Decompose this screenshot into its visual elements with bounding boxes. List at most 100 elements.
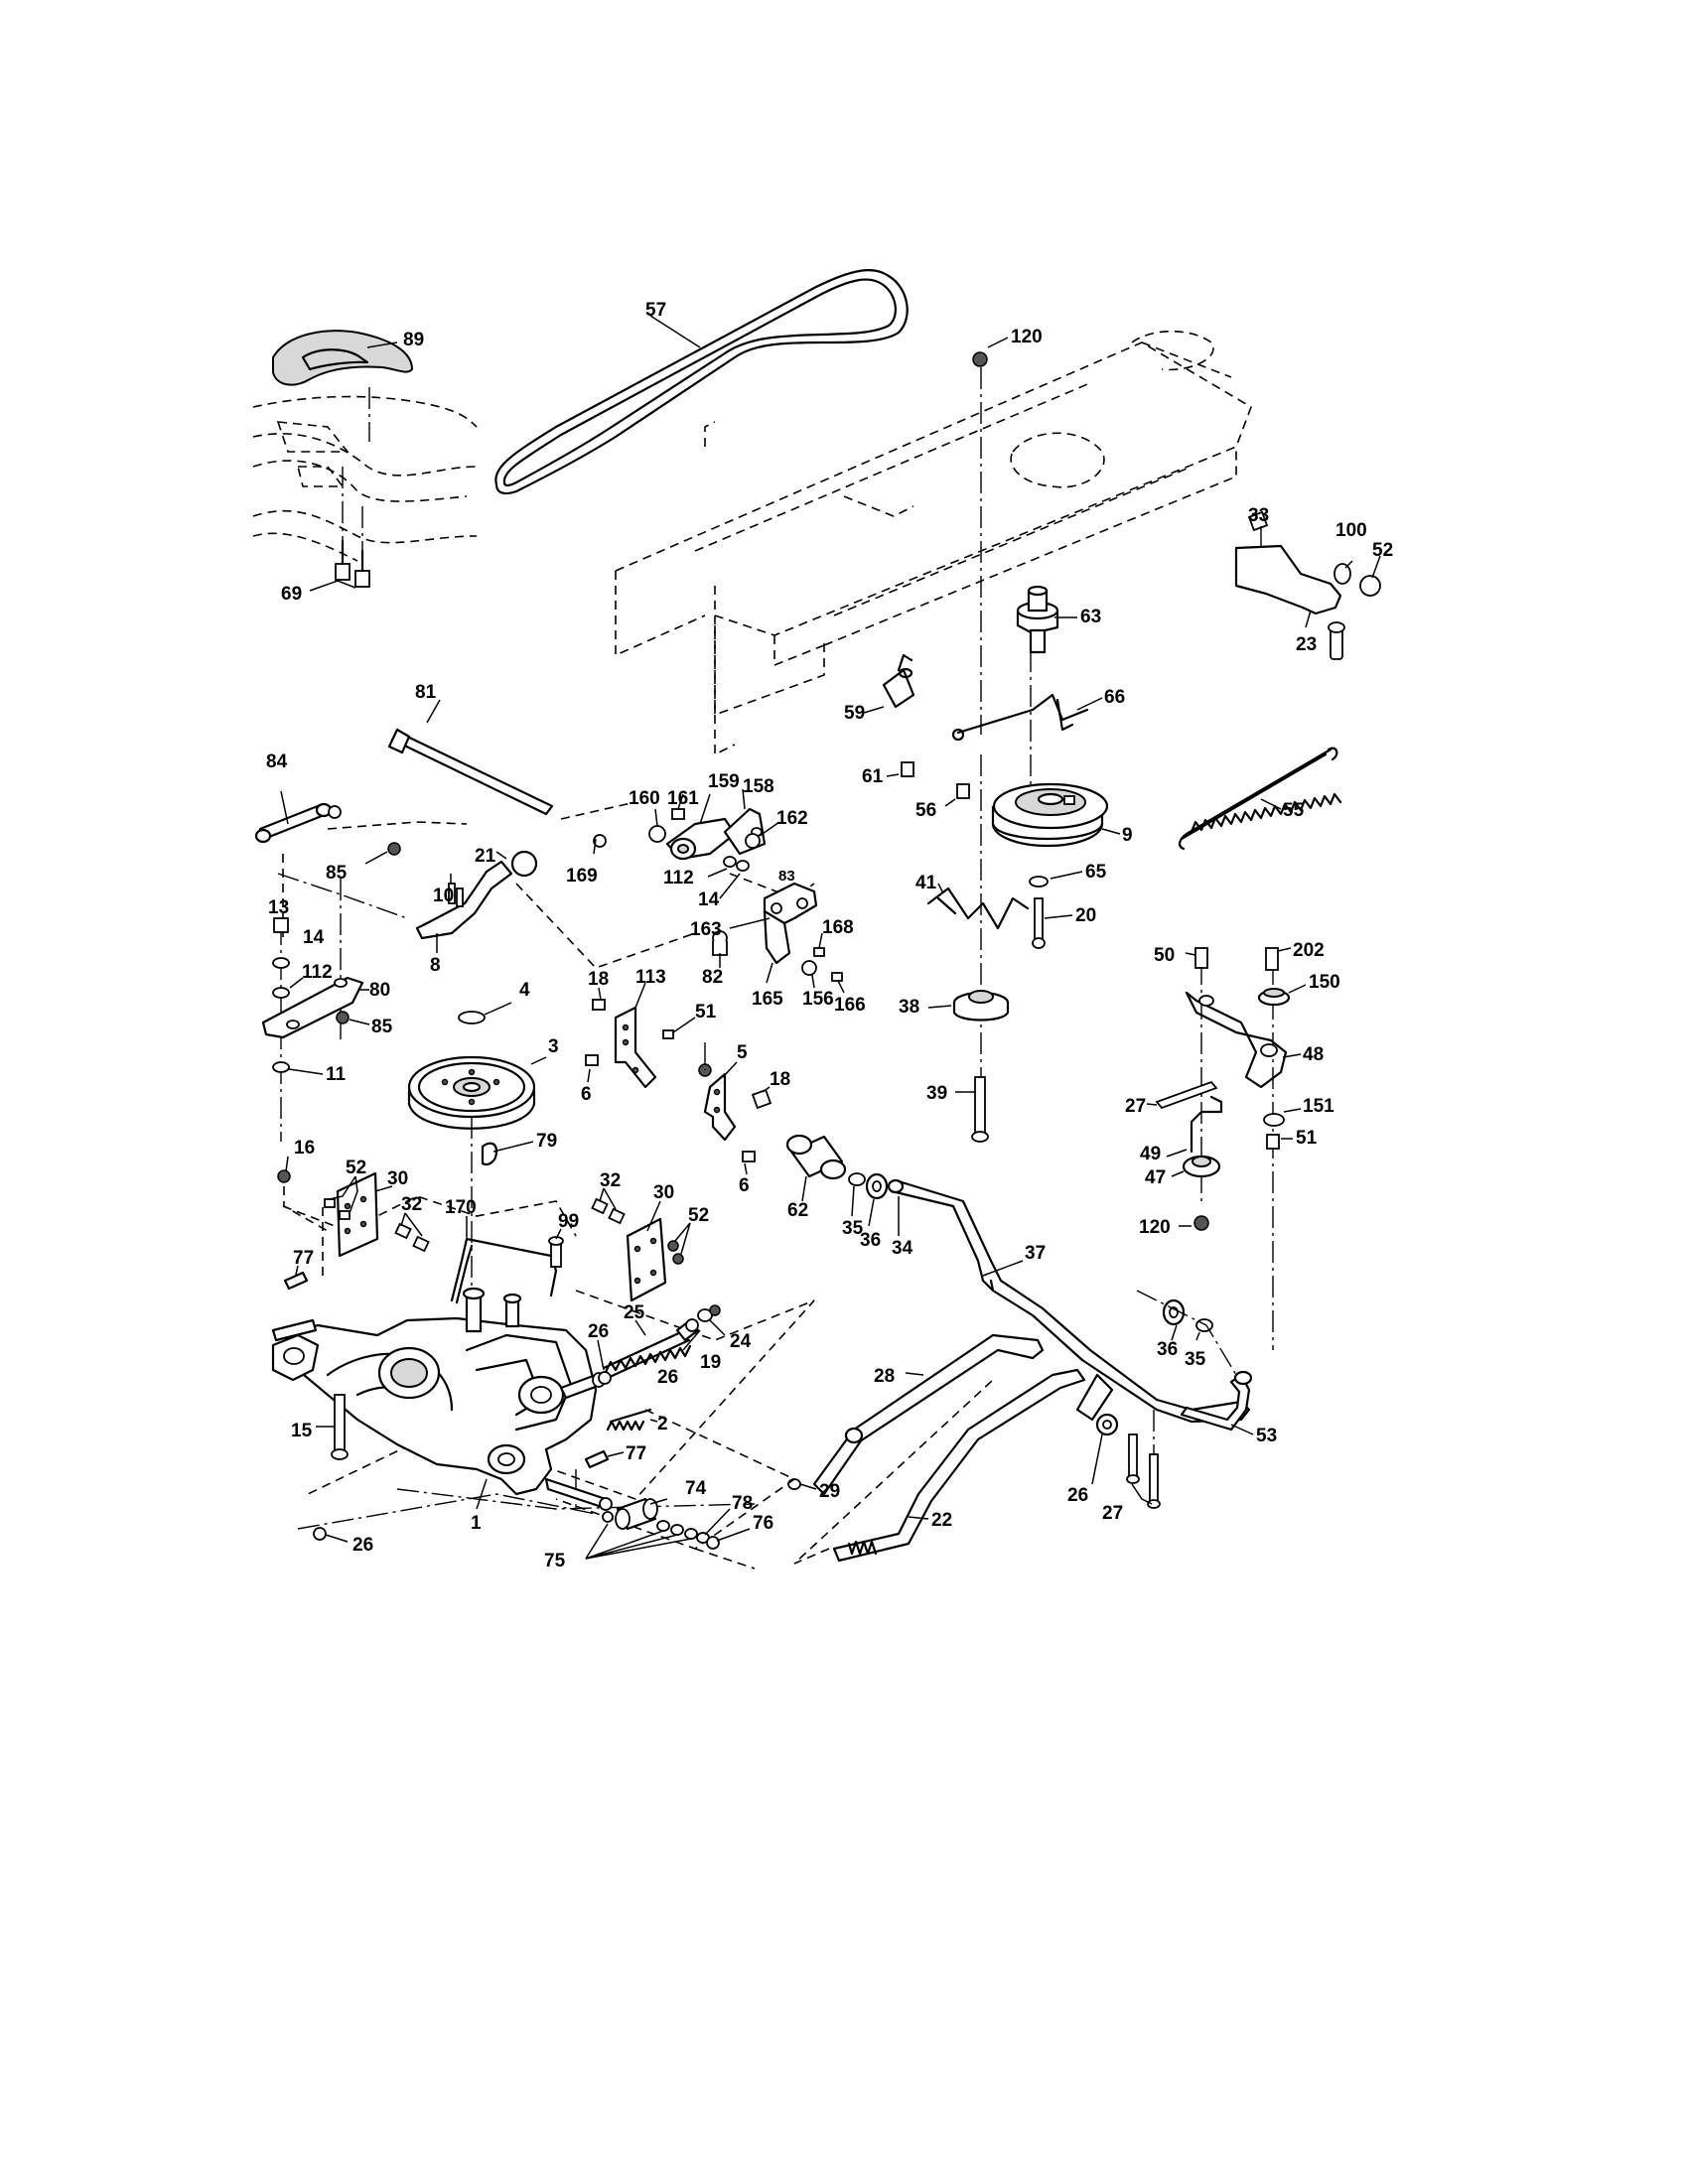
left-bracket-stack (261, 842, 401, 1142)
callout: 14 (303, 927, 325, 948)
seat-lever-cover-89 (272, 330, 413, 386)
spring-55 (1178, 747, 1342, 851)
callout: 24 (730, 1331, 752, 1352)
bracket-59 (863, 653, 970, 807)
bolts-69 (309, 387, 370, 592)
callout: 69 (281, 584, 302, 605)
callout: 57 (645, 300, 666, 321)
callout: 79 (536, 1131, 557, 1152)
callout: 20 (1075, 905, 1096, 926)
idler-bracket-23 (1234, 510, 1381, 660)
callout: 65 (1085, 862, 1107, 883)
callout: 27 (1102, 1503, 1123, 1524)
callout: 33 (1248, 505, 1269, 526)
callout: 159 (708, 771, 740, 792)
callout: 156 (802, 989, 834, 1010)
callout: 85 (326, 863, 348, 884)
callout: 36 (860, 1230, 881, 1251)
callout: 66 (1104, 687, 1125, 708)
callout: 38 (899, 997, 919, 1018)
callout: 55 (1283, 800, 1305, 821)
callout: 56 (915, 800, 936, 821)
callout: 85 (371, 1017, 393, 1037)
callout: 2 (657, 1414, 668, 1434)
clip-41 (926, 883, 1030, 930)
callout: 30 (653, 1182, 674, 1203)
callout: 80 (369, 980, 390, 1001)
callout: 1 (471, 1513, 482, 1534)
callout: 77 (626, 1443, 646, 1464)
callout: 120 (1011, 327, 1043, 347)
callout: 30 (387, 1168, 408, 1189)
callout: 35 (1185, 1349, 1206, 1370)
control-rods (254, 699, 696, 969)
callout: 6 (739, 1175, 750, 1196)
callout: 61 (862, 766, 884, 787)
callout: 160 (629, 788, 660, 809)
callout-labels: 89 69 57 120 33 100 52 63 23 66 59 61 56… (266, 300, 1393, 1571)
callout: 63 (1080, 607, 1101, 627)
callout: 34 (892, 1238, 913, 1259)
callout: 75 (544, 1551, 566, 1571)
control-bracket-assembly (593, 788, 845, 994)
callout: 39 (926, 1083, 947, 1104)
control-links (787, 1333, 1086, 1565)
bracket-5 (698, 1042, 772, 1175)
callout: 161 (667, 788, 699, 809)
transmission-pulley-3 (407, 1002, 547, 1350)
callout: 150 (1309, 972, 1340, 993)
callout: 18 (770, 1069, 790, 1090)
callout: 4 (519, 980, 530, 1001)
pto-clutch-stack (951, 337, 1121, 1132)
callout: 48 (1303, 1044, 1324, 1065)
callout: 52 (346, 1158, 366, 1178)
callout: 120 (1139, 1217, 1171, 1238)
callout: 82 (702, 967, 723, 988)
transaxle-1 (271, 1195, 815, 1570)
callout: 163 (690, 919, 722, 940)
callout: 37 (1025, 1243, 1046, 1264)
callout: 74 (685, 1478, 707, 1499)
callout: 3 (548, 1036, 559, 1057)
callout: 25 (624, 1302, 645, 1323)
callout: 52 (1372, 540, 1393, 561)
callout: 26 (1067, 1485, 1088, 1506)
bracket-113 (585, 982, 696, 1089)
drive-belt-57 (494, 269, 909, 495)
callout: 165 (752, 989, 783, 1010)
callout: 202 (1293, 940, 1325, 961)
pulley-38 (927, 990, 1010, 1143)
callout: 50 (1154, 945, 1175, 966)
callout: 49 (1140, 1144, 1161, 1164)
callout: 83 (778, 868, 795, 885)
callout: 19 (700, 1352, 721, 1373)
callout: 6 (581, 1084, 592, 1105)
callout: 9 (1122, 825, 1133, 846)
callout: 41 (915, 873, 937, 893)
callout: 10 (433, 886, 454, 906)
callout: 84 (266, 751, 288, 772)
callout: 21 (475, 846, 496, 867)
bracket-30-right (591, 1187, 691, 1302)
callout: 47 (1145, 1167, 1166, 1188)
callout: 151 (1303, 1096, 1334, 1117)
callout: 27 (1125, 1096, 1146, 1117)
washers-36-35 (1136, 1290, 1237, 1376)
callout: 13 (268, 897, 289, 918)
callout: 51 (1296, 1128, 1318, 1149)
callout: 26 (588, 1321, 609, 1342)
callout: 169 (566, 866, 598, 887)
callout: 35 (842, 1218, 864, 1239)
transaxle-left-hardware (277, 1156, 625, 1543)
callout: 16 (294, 1138, 315, 1159)
callout: 89 (403, 330, 424, 350)
callout: 170 (445, 1197, 477, 1218)
callout: 162 (776, 808, 808, 829)
callout: 5 (737, 1042, 748, 1063)
tractor-frame (615, 330, 1252, 756)
callout: 14 (698, 889, 720, 910)
callout: 59 (844, 703, 865, 724)
cross-shaft-34 (887, 1178, 1254, 1435)
callout: 51 (695, 1002, 717, 1023)
